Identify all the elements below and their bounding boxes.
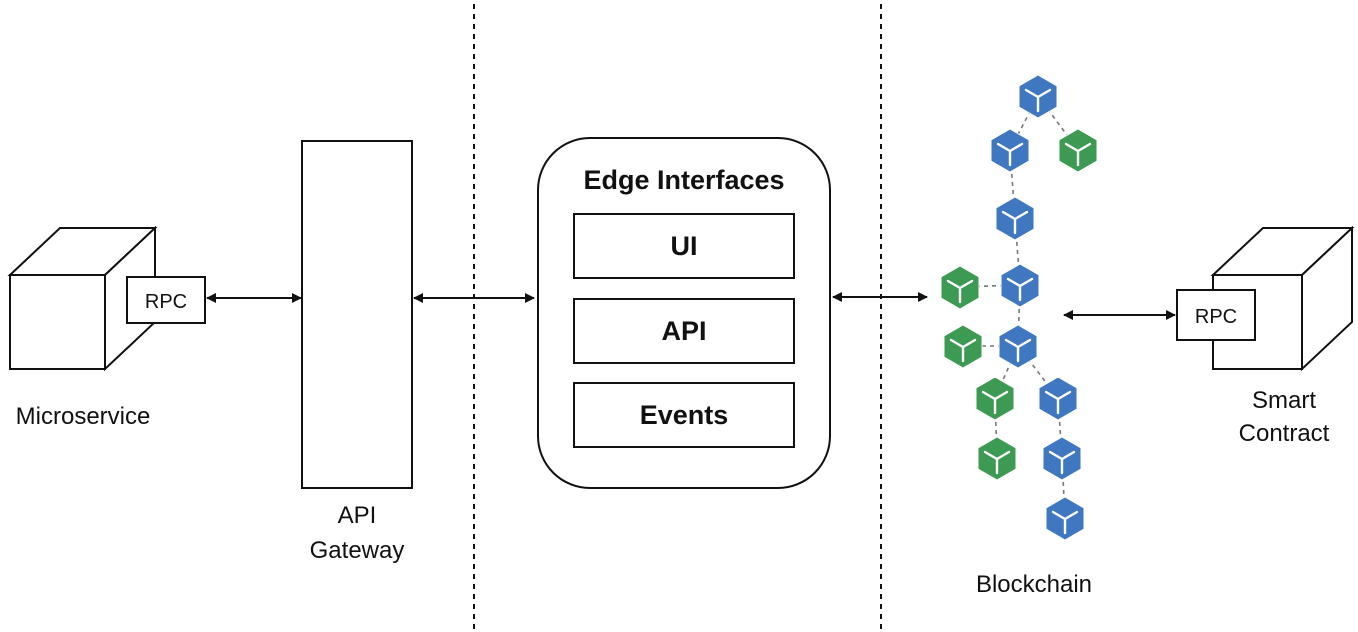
block-main — [989, 127, 1031, 174]
block-main — [1041, 435, 1083, 482]
smart-contract-rpc-label: RPC — [1195, 306, 1237, 328]
block-main — [997, 323, 1039, 370]
api-gateway-box — [301, 140, 413, 489]
edge-item-events-label: Events — [640, 400, 729, 430]
api-gateway-label-line2: Gateway — [310, 537, 405, 564]
block-main — [1017, 73, 1059, 120]
edge-item-ui: UI — [573, 213, 795, 279]
smart-contract-label-line1: Smart — [1252, 387, 1316, 414]
block-side — [1057, 127, 1099, 174]
edge-interfaces-title: Edge Interfaces — [583, 165, 784, 195]
microservice-rpc-label: RPC — [145, 291, 187, 313]
block-side — [974, 375, 1016, 422]
smart-contract-rpc-port: RPC — [1176, 289, 1256, 341]
microservice-rpc-port: RPC — [126, 276, 206, 324]
block-main — [994, 195, 1036, 242]
smart-contract-label-line2: Contract — [1239, 420, 1330, 447]
block-side — [976, 435, 1018, 482]
blockchain-label: Blockchain — [976, 571, 1092, 598]
edge-item-api: API — [573, 298, 795, 364]
block-main — [1037, 375, 1079, 422]
edge-item-events: Events — [573, 382, 795, 448]
blockchain-graph — [939, 73, 1099, 542]
block-main — [999, 262, 1041, 309]
block-main — [1044, 495, 1086, 542]
api-gateway-label-line1: API — [338, 502, 377, 529]
block-side — [939, 264, 981, 311]
edge-item-ui-label: UI — [671, 231, 698, 261]
edge-item-api-label: API — [661, 316, 706, 346]
smart-contract-box — [1210, 225, 1355, 372]
microservice-label: Microservice — [16, 403, 151, 430]
block-side — [942, 323, 984, 370]
